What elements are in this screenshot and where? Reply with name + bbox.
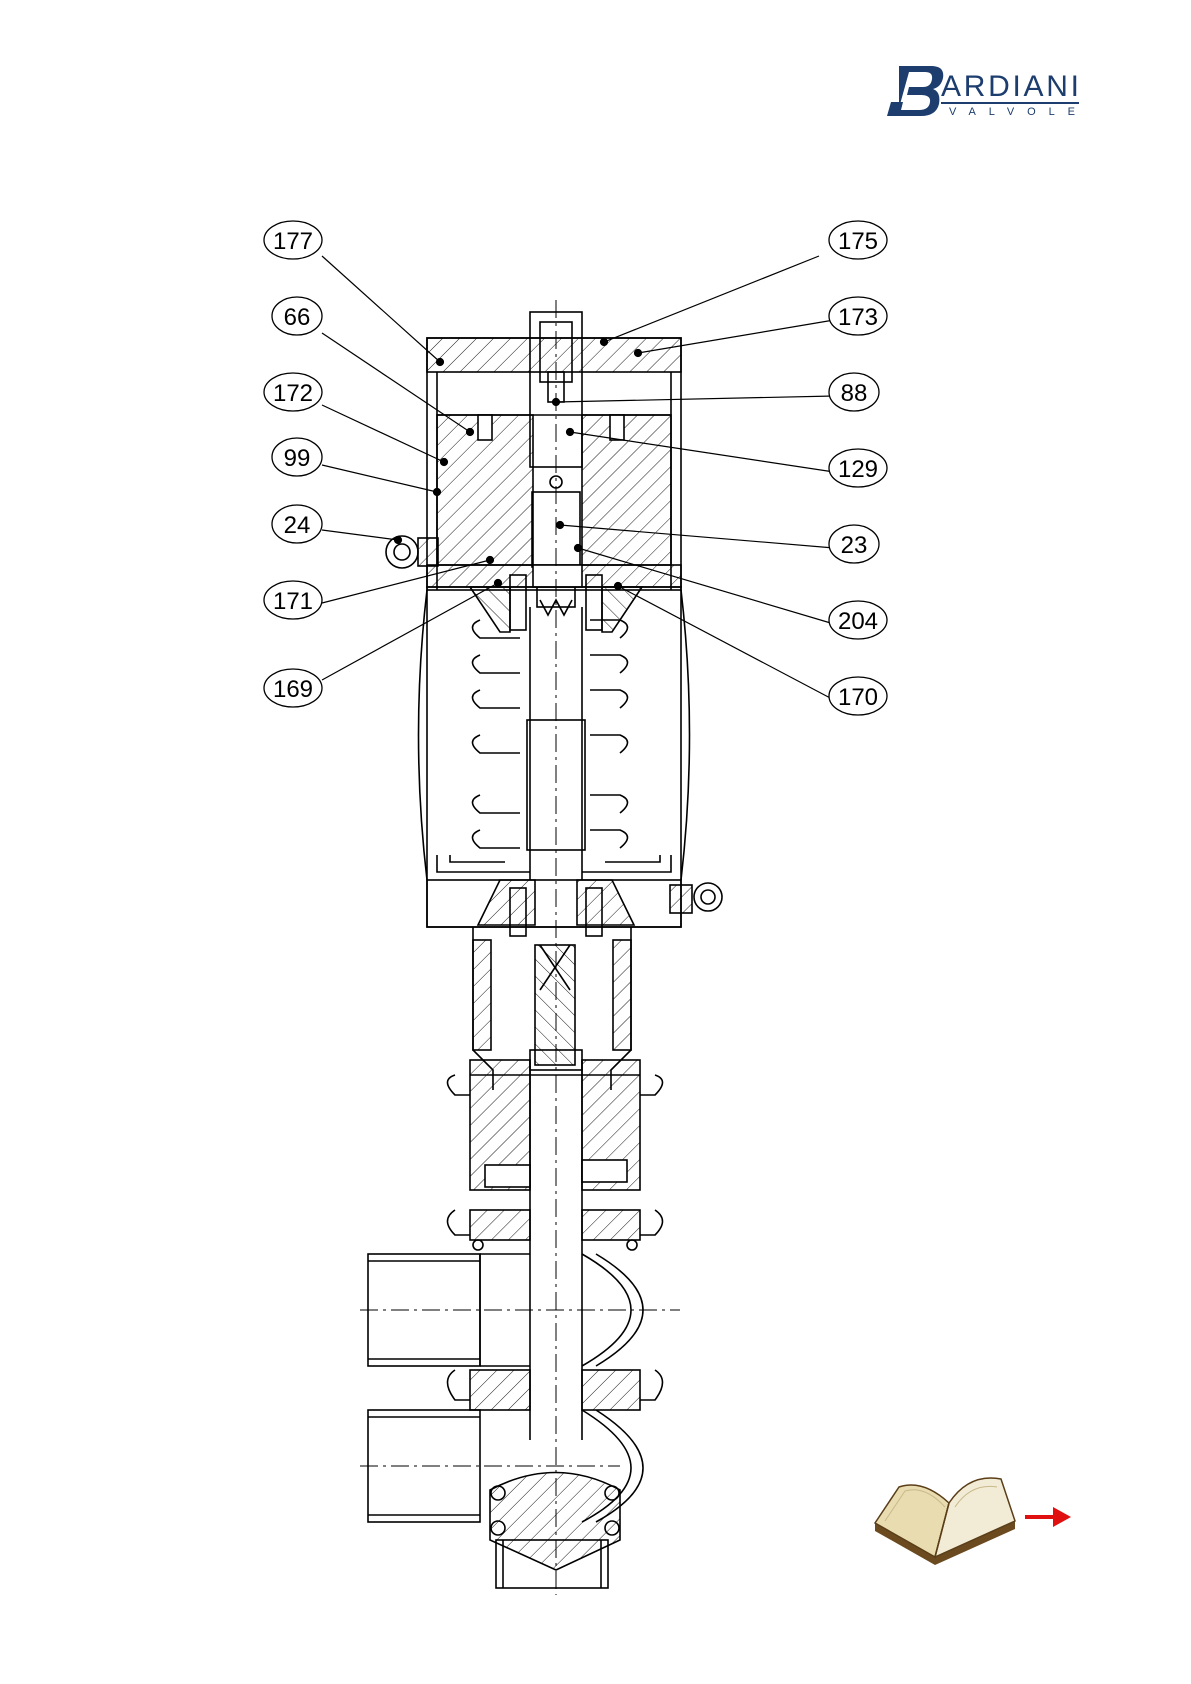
- svg-text:129: 129: [838, 456, 878, 483]
- svg-text:99: 99: [284, 445, 311, 472]
- svg-text:177: 177: [273, 228, 313, 255]
- callout-88: 88: [829, 373, 879, 411]
- callout-204: 204: [829, 601, 887, 639]
- callout-23: 23: [829, 525, 879, 563]
- svg-text:175: 175: [838, 228, 878, 255]
- svg-text:23: 23: [841, 532, 868, 559]
- svg-text:171: 171: [273, 588, 313, 615]
- callout-175: 175: [829, 221, 887, 259]
- open-book-icon: [875, 1478, 1015, 1565]
- side-lug-left: [386, 536, 438, 568]
- svg-text:170: 170: [838, 684, 878, 711]
- svg-text:169: 169: [273, 676, 313, 703]
- callouts: 177 175 66 173 172 88 99 129: [264, 221, 887, 715]
- leader-lines: [322, 256, 834, 700]
- callout-173: 173: [829, 297, 887, 335]
- clamp-ring-2: [448, 1370, 663, 1410]
- svg-text:173: 173: [838, 304, 878, 331]
- svg-text:66: 66: [284, 304, 311, 331]
- spring-coils-right: [590, 620, 628, 848]
- arrow-right-icon: [1025, 1507, 1071, 1527]
- spring-housing: [419, 587, 690, 927]
- spring-coils-left: [473, 620, 521, 848]
- next-page-link[interactable]: [865, 1465, 1075, 1565]
- piston: [437, 415, 671, 565]
- callout-99: 99: [272, 438, 322, 476]
- svg-text:88: 88: [841, 380, 868, 407]
- lower-flange: [427, 880, 722, 936]
- callout-170: 170: [829, 677, 887, 715]
- callout-177: 177: [264, 221, 322, 259]
- callout-171: 171: [264, 581, 322, 619]
- callout-66: 66: [272, 297, 322, 335]
- svg-text:172: 172: [273, 380, 313, 407]
- callout-169: 169: [264, 669, 322, 707]
- svg-text:204: 204: [838, 608, 878, 635]
- clamp-ring-1: [448, 1210, 663, 1250]
- callout-172: 172: [264, 373, 322, 411]
- svg-text:24: 24: [284, 512, 311, 539]
- callout-24: 24: [272, 505, 322, 543]
- callout-129: 129: [829, 449, 887, 487]
